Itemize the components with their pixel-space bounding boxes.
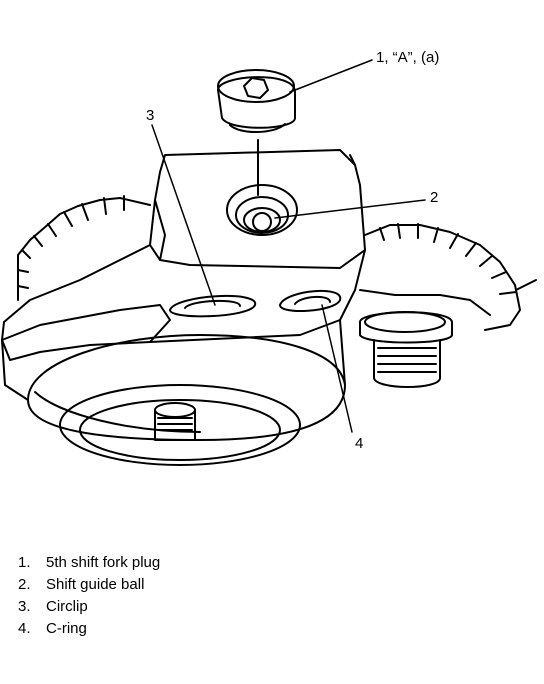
transmission-diagram [1,59,537,466]
callout-3: 3 [146,107,155,124]
legend-item: 2.Shift guide ball [18,576,145,593]
leader-line-1 [289,59,373,93]
right-bolt [359,311,453,388]
leader-lines [151,59,426,433]
parts-legend: 1.5th shift fork plug 2.Shift guide ball… [18,552,160,640]
legend-item: 3.Circlip [18,598,88,615]
legend-item: 4.C-ring [18,620,87,637]
callout-2: 2 [430,189,439,206]
lower-bolt [154,402,196,441]
leader-line-4 [321,304,353,433]
fork-body [1,149,366,401]
callout-1: 1, “A”, (a) [376,49,440,66]
guide-ball-hole [226,184,298,236]
fork-plug [217,69,296,133]
lower-housing [27,334,346,466]
left-gear-teeth [17,195,151,301]
fork-slots [169,289,342,318]
leader-line-3 [151,124,216,306]
leader-line-2 [274,199,426,219]
right-gear-teeth [359,223,537,331]
legend-item: 1.5th shift fork plug [18,554,161,571]
callout-4: 4 [355,435,364,452]
